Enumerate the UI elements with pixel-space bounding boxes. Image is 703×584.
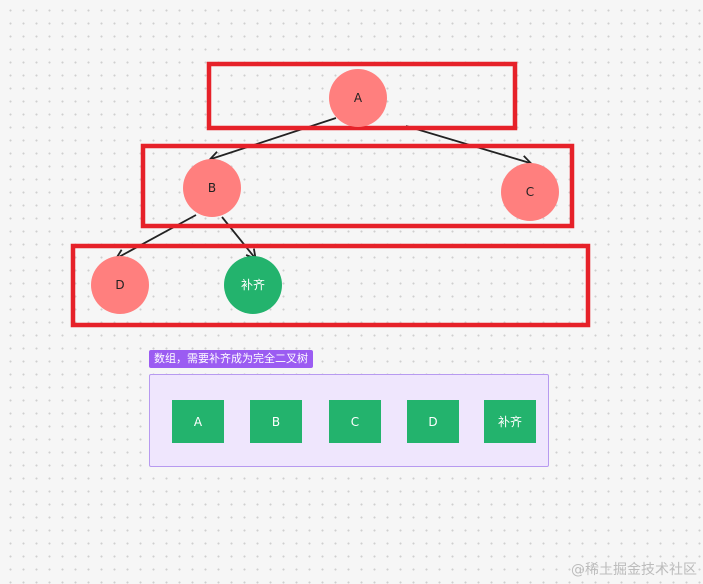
tree-node-a-label: A — [354, 91, 363, 105]
array-cell: D — [407, 400, 459, 443]
tree-node-d: D — [91, 256, 149, 314]
array-group-title: 数组，需要补齐成为完全二叉树 — [149, 350, 313, 368]
edge-b-fill — [221, 216, 257, 261]
array-cell: 补齐 — [484, 400, 536, 443]
tree-node-a: A — [329, 69, 387, 127]
tree-node-c: C — [501, 163, 559, 221]
tree-node-b-label: B — [208, 181, 216, 195]
level-1-frame — [206, 61, 518, 131]
tree-node-c-label: C — [526, 185, 534, 199]
edge-b-d — [114, 214, 197, 260]
tree-node-fill: 补齐 — [224, 256, 282, 314]
array-cell: B — [250, 400, 302, 443]
array-container: A B C D 补齐 — [149, 374, 549, 467]
edge-a-b — [208, 117, 337, 163]
array-cell: C — [329, 400, 381, 443]
array-cell: A — [172, 400, 224, 443]
watermark: @稀土掘金技术社区 — [571, 562, 697, 578]
level-2-frame — [140, 143, 575, 229]
level-3-frame — [70, 243, 591, 328]
tree-node-b: B — [183, 159, 241, 217]
tree-node-d-label: D — [115, 278, 124, 292]
tree-node-fill-label: 补齐 — [241, 277, 265, 292]
